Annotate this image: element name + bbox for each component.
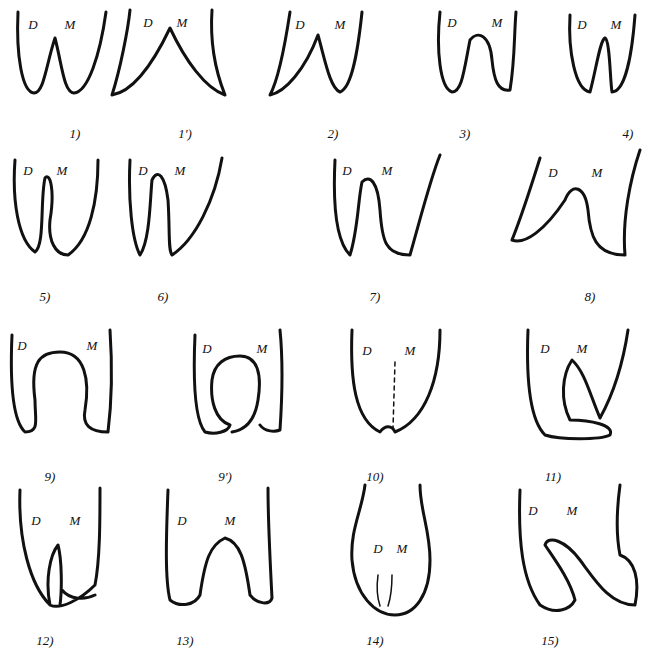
root-outline xyxy=(20,488,100,606)
surface-label: D xyxy=(362,344,371,357)
surface-label: D xyxy=(17,339,26,352)
surface-label: M xyxy=(492,16,503,29)
root-outline xyxy=(520,485,637,610)
surface-label: D xyxy=(138,164,147,177)
surface-label: D xyxy=(577,18,586,31)
figure-number: 8) xyxy=(585,290,596,303)
figure-number: 7) xyxy=(370,290,381,303)
surface-label: M xyxy=(577,342,588,355)
surface-label: D xyxy=(202,342,211,355)
root-outline xyxy=(194,330,282,433)
figure-number: 3) xyxy=(460,127,471,140)
surface-label: D xyxy=(548,166,557,179)
root-outline xyxy=(270,12,362,95)
surface-label: D xyxy=(342,164,351,177)
figure-number: 10) xyxy=(366,470,383,483)
surface-label: D xyxy=(447,16,456,29)
surface-label: M xyxy=(335,18,346,31)
root-outline xyxy=(352,485,430,615)
figure-number: 1') xyxy=(178,127,192,140)
surface-label: M xyxy=(87,339,98,352)
surface-label: M xyxy=(70,514,81,527)
surface-label: D xyxy=(373,542,382,555)
surface-label: M xyxy=(567,504,578,517)
surface-label: D xyxy=(23,164,32,177)
figure-number: 4) xyxy=(623,127,634,140)
surface-label: M xyxy=(175,164,186,177)
figure-number: 2) xyxy=(328,127,339,140)
surface-label: D xyxy=(295,18,304,31)
surface-label: M xyxy=(397,542,408,555)
root-outline xyxy=(18,12,106,93)
surface-label: M xyxy=(65,18,76,31)
root-outline xyxy=(512,150,640,255)
figure-number: 5) xyxy=(40,290,51,303)
surface-label: M xyxy=(382,164,393,177)
figure-number: 15) xyxy=(541,634,558,647)
surface-label: D xyxy=(143,16,152,29)
root-outline xyxy=(439,12,517,92)
root-outline xyxy=(112,10,225,95)
figure-number: 9') xyxy=(218,470,232,483)
root-outline xyxy=(11,330,111,432)
surface-label: M xyxy=(611,18,622,31)
surface-label: M xyxy=(592,166,603,179)
surface-label: M xyxy=(225,514,236,527)
surface-label: D xyxy=(28,18,37,31)
root-outline xyxy=(334,155,440,255)
surface-label: D xyxy=(540,342,549,355)
surface-label: M xyxy=(257,342,268,355)
figure-number: 13) xyxy=(176,634,193,647)
root-outline xyxy=(129,158,222,255)
root-outline xyxy=(166,488,272,605)
root-outline xyxy=(528,330,628,439)
figure-number: 6) xyxy=(158,290,169,303)
figure-number: 9) xyxy=(45,470,56,483)
root-outline xyxy=(352,330,440,432)
surface-label: D xyxy=(31,514,40,527)
surface-label: D xyxy=(177,514,186,527)
root-outline xyxy=(570,15,635,92)
figure-number: 14) xyxy=(366,634,383,647)
surface-label: M xyxy=(405,344,416,357)
surface-label: M xyxy=(177,16,188,29)
root-outline xyxy=(14,160,98,255)
canal-line xyxy=(377,575,392,606)
figure-number: 1) xyxy=(70,127,81,140)
figure-number: 12) xyxy=(36,634,53,647)
figure-number: 11) xyxy=(545,470,561,483)
surface-label: D xyxy=(528,504,537,517)
fusion-line xyxy=(393,362,395,428)
surface-label: M xyxy=(57,164,68,177)
